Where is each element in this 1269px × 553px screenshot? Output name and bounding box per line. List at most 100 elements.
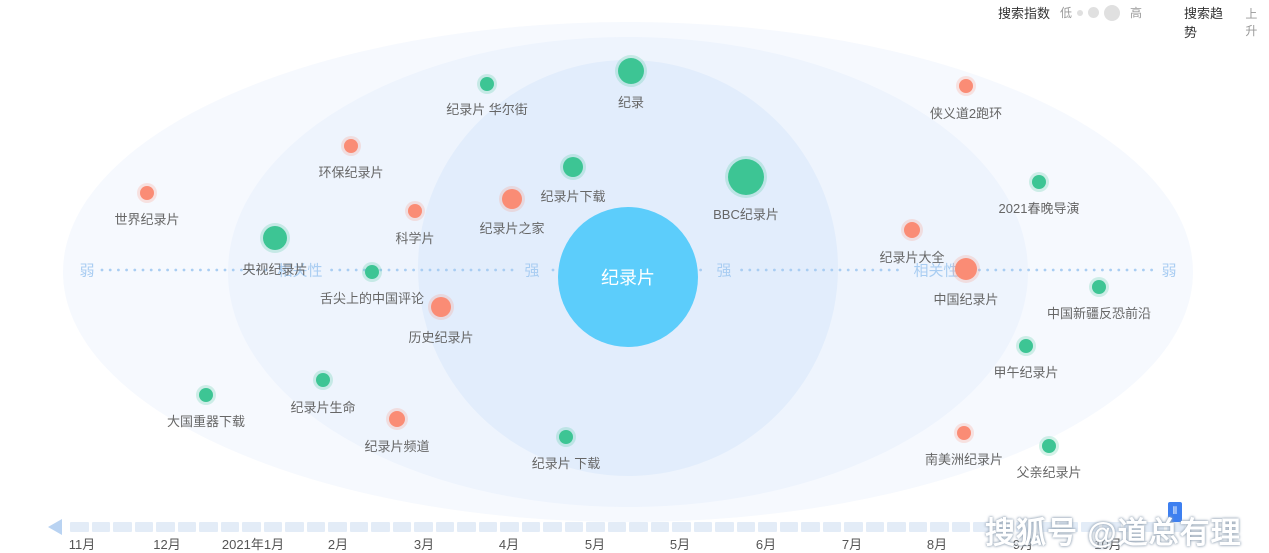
timeline-segment[interactable] bbox=[1080, 522, 1099, 532]
timeline-segment[interactable] bbox=[973, 522, 992, 532]
keyword-bubble[interactable] bbox=[955, 258, 977, 280]
keyword-label[interactable]: 甲午纪录片 bbox=[993, 365, 1059, 380]
keyword-label[interactable]: 侠义道2跑环 bbox=[929, 106, 1003, 121]
timeline-segment[interactable] bbox=[844, 522, 863, 532]
timeline-segment[interactable] bbox=[564, 522, 583, 532]
keyword-bubble[interactable] bbox=[140, 186, 154, 200]
keyword-label[interactable]: 世界纪录片 bbox=[114, 212, 180, 227]
timeline-segment[interactable] bbox=[586, 522, 605, 532]
keyword-bubble[interactable] bbox=[1019, 339, 1033, 353]
timeline-segment[interactable] bbox=[629, 522, 648, 532]
timeline-segment[interactable] bbox=[672, 522, 691, 532]
timeline-segment[interactable] bbox=[328, 522, 347, 532]
timeline-segment[interactable] bbox=[435, 522, 454, 532]
timeline-segment[interactable] bbox=[521, 522, 540, 532]
keyword-bubble[interactable] bbox=[618, 58, 644, 84]
keyword-label[interactable]: 纪录片生命 bbox=[290, 400, 356, 415]
timeline-segment[interactable] bbox=[1059, 522, 1078, 532]
keyword-bubble[interactable] bbox=[1042, 439, 1056, 453]
timeline-segment[interactable] bbox=[693, 522, 712, 532]
timeline-segment[interactable] bbox=[1037, 522, 1056, 532]
keyword-label[interactable]: 南美洲纪录片 bbox=[924, 452, 1004, 467]
timeline-segment[interactable] bbox=[156, 522, 175, 532]
timeline-segment[interactable] bbox=[285, 522, 304, 532]
timeline-segment[interactable] bbox=[242, 522, 261, 532]
keyword-bubble[interactable] bbox=[344, 139, 358, 153]
keyword-label[interactable]: 科学片 bbox=[395, 231, 435, 246]
keyword-label[interactable]: BBC纪录片 bbox=[713, 207, 779, 222]
keyword-bubble[interactable] bbox=[1092, 280, 1106, 294]
keyword-label[interactable]: 纪录片之家 bbox=[479, 221, 545, 236]
keyword-label[interactable]: 中国新疆反恐前沿 bbox=[1046, 306, 1152, 321]
timeline-segment[interactable] bbox=[865, 522, 884, 532]
timeline-segment[interactable] bbox=[1102, 522, 1121, 532]
keyword-label[interactable]: 舌尖上的中国评论 bbox=[319, 291, 425, 306]
keyword-label[interactable]: 纪录片下载 bbox=[540, 189, 606, 204]
timeline-segment[interactable] bbox=[887, 522, 906, 532]
timeline-segment[interactable] bbox=[500, 522, 519, 532]
keyword-bubble[interactable] bbox=[563, 157, 583, 177]
keyword-bubble[interactable] bbox=[199, 388, 213, 402]
timeline-segment[interactable] bbox=[1123, 522, 1142, 532]
timeline-segment[interactable] bbox=[91, 522, 110, 532]
keyword-label[interactable]: 纪录 bbox=[617, 95, 645, 110]
keyword-label[interactable]: 历史纪录片 bbox=[408, 330, 474, 345]
timeline-segment[interactable] bbox=[930, 522, 949, 532]
keyword-label[interactable]: 纪录片 下载 bbox=[531, 456, 601, 471]
timeline-segment[interactable] bbox=[607, 522, 626, 532]
timeline-segment[interactable] bbox=[543, 522, 562, 532]
keyword-label[interactable]: 纪录片大全 bbox=[879, 250, 945, 265]
timeline-prev-arrow-icon[interactable] bbox=[48, 519, 62, 535]
keyword-bubble[interactable] bbox=[559, 430, 573, 444]
center-keyword-bubble[interactable]: 纪录片 bbox=[558, 207, 698, 347]
timeline-segment[interactable] bbox=[715, 522, 734, 532]
keyword-bubble[interactable] bbox=[408, 204, 422, 218]
timeline-segment[interactable] bbox=[908, 522, 927, 532]
timeline-segment[interactable] bbox=[199, 522, 218, 532]
keyword-label[interactable]: 中国纪录片 bbox=[933, 292, 999, 307]
keyword-label[interactable]: 环保纪录片 bbox=[318, 165, 384, 180]
keyword-label[interactable]: 2021春晚导演 bbox=[998, 201, 1080, 216]
timeline-segment[interactable] bbox=[371, 522, 390, 532]
timeline-segment[interactable] bbox=[349, 522, 368, 532]
keyword-bubble[interactable] bbox=[904, 222, 920, 238]
timeline-segment[interactable] bbox=[736, 522, 755, 532]
keyword-bubble[interactable] bbox=[502, 189, 522, 209]
timeline-segment[interactable] bbox=[478, 522, 497, 532]
keyword-bubble[interactable] bbox=[480, 77, 494, 91]
timeline-segment[interactable] bbox=[779, 522, 798, 532]
keyword-label[interactable]: 大国重器下载 bbox=[166, 414, 246, 429]
timeline-segment[interactable] bbox=[457, 522, 476, 532]
keyword-label[interactable]: 父亲纪录片 bbox=[1016, 465, 1082, 480]
timeline-segment[interactable] bbox=[392, 522, 411, 532]
keyword-bubble[interactable] bbox=[365, 265, 379, 279]
keyword-bubble[interactable] bbox=[959, 79, 973, 93]
keyword-bubble[interactable] bbox=[728, 159, 764, 195]
keyword-bubble[interactable] bbox=[316, 373, 330, 387]
keyword-bubble[interactable] bbox=[431, 297, 451, 317]
timeline-segment[interactable] bbox=[263, 522, 282, 532]
timeline-track[interactable] bbox=[70, 522, 1185, 532]
timeline-segment[interactable] bbox=[801, 522, 820, 532]
timeline-segment[interactable] bbox=[1016, 522, 1035, 532]
timeline-segment[interactable] bbox=[306, 522, 325, 532]
timeline-segment[interactable] bbox=[1166, 522, 1185, 532]
timeline-segment[interactable] bbox=[951, 522, 970, 532]
timeline-segment[interactable] bbox=[994, 522, 1013, 532]
timeline-segment[interactable] bbox=[134, 522, 153, 532]
keyword-label[interactable]: 纪录片频道 bbox=[364, 439, 430, 454]
keyword-bubble[interactable] bbox=[389, 411, 405, 427]
timeline-segment[interactable] bbox=[177, 522, 196, 532]
timeline-segment[interactable] bbox=[822, 522, 841, 532]
keyword-bubble[interactable] bbox=[263, 226, 287, 250]
keyword-bubble[interactable] bbox=[957, 426, 971, 440]
timeline-segment[interactable] bbox=[1145, 522, 1164, 532]
timeline-segment[interactable] bbox=[70, 522, 89, 532]
timeline-segment[interactable] bbox=[650, 522, 669, 532]
keyword-label[interactable]: 央视纪录片 bbox=[242, 262, 308, 277]
keyword-bubble[interactable] bbox=[1032, 175, 1046, 189]
timeline-segment[interactable] bbox=[113, 522, 132, 532]
keyword-label[interactable]: 纪录片 华尔街 bbox=[446, 102, 528, 117]
timeline-handle[interactable]: ⦀ bbox=[1168, 502, 1182, 522]
timeline-segment[interactable] bbox=[758, 522, 777, 532]
